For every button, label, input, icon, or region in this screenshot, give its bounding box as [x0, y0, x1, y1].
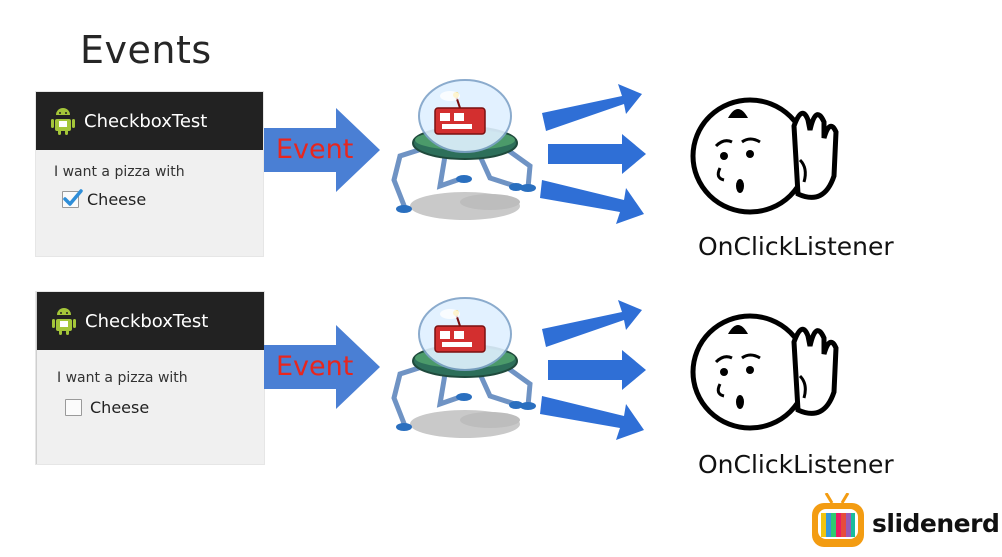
checkbox-label: Cheese [90, 398, 150, 417]
event-arrow [264, 325, 380, 409]
logo-brand-text: slidenerd [872, 508, 1000, 538]
action-bar: CheckboxTest [37, 292, 264, 350]
listening-face-icon [690, 313, 839, 431]
prompt-text: I want a pizza with [57, 370, 188, 386]
android-icon [51, 108, 75, 135]
listening-face-icon [690, 97, 839, 215]
app-name: CheckboxTest [84, 110, 208, 132]
event-arrow [264, 108, 380, 192]
dispatch-arrows [540, 84, 646, 224]
cheese-checkbox-row[interactable]: Cheese [62, 189, 147, 209]
tv-logo-icon [812, 493, 864, 547]
screen-body: I want a pizza with Cheese [37, 350, 264, 464]
slide-title: Events [80, 28, 212, 72]
cheese-checkbox-row[interactable]: Cheese [65, 398, 149, 417]
cheese-checkbox-unchecked[interactable] [65, 399, 82, 416]
app-name: CheckboxTest [85, 310, 209, 332]
event-label: Event [276, 351, 354, 382]
phone-screenshot-checked: CheckboxTest I want a pizza with Cheese [36, 92, 263, 256]
cheese-checkbox-checked[interactable] [62, 189, 83, 208]
slidenerd-logo: slidenerd [808, 493, 1000, 553]
robot-illustration [391, 297, 536, 438]
listener-label: OnClickListener [698, 232, 894, 261]
android-icon [52, 308, 76, 335]
robot-illustration [391, 79, 536, 220]
listener-label: OnClickListener [698, 450, 894, 479]
prompt-text: I want a pizza with [54, 164, 185, 180]
dispatch-arrows [540, 300, 646, 440]
screen-body: I want a pizza with Cheese [36, 150, 263, 256]
checkmark-icon [63, 189, 83, 206]
event-label: Event [276, 134, 354, 165]
action-bar: CheckboxTest [36, 92, 263, 150]
phone-screenshot-unchecked: CheckboxTest I want a pizza with Cheese [36, 292, 264, 464]
checkbox-label: Cheese [87, 190, 147, 209]
